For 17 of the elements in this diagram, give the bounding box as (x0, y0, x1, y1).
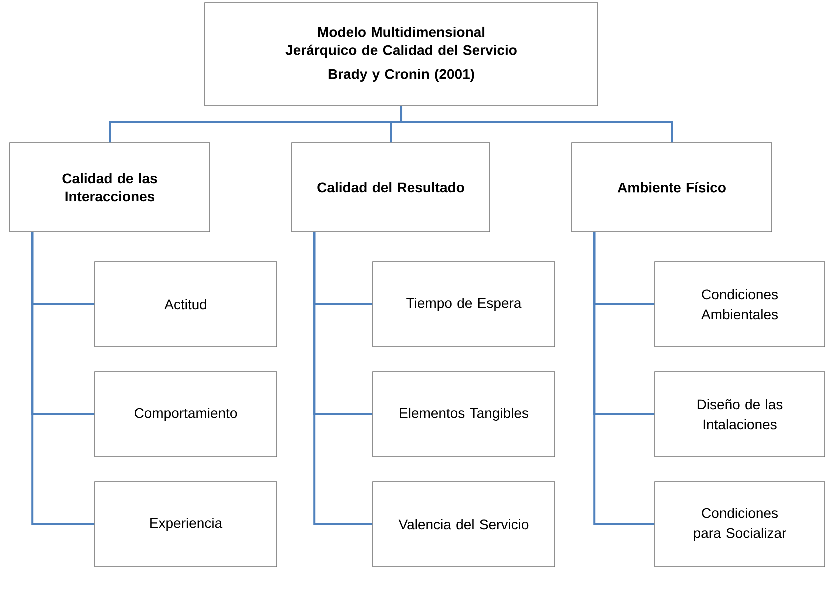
dimension-box: Actitud (94, 262, 278, 348)
title-box: Modelo Multidimensional Jerárquico de Calidad del Servicio Brady y Cronin (2001) (204, 2, 598, 106)
dimension-box: Diseño de las Intalaciones (654, 372, 826, 458)
category-box: Calidad del Resultado (292, 142, 490, 232)
connector-line (594, 232, 655, 526)
dimension-box: Condiciones para Socializar (654, 482, 826, 568)
dimension-box: Experiencia (94, 482, 278, 568)
category-box: Ambiente Físico (572, 142, 772, 232)
connector-line (314, 232, 373, 526)
dimension-box: Elementos Tangibles (372, 372, 556, 458)
dimension-box: Comportamiento (94, 372, 278, 458)
dimension-box: Tiempo de Espera (372, 262, 556, 348)
dimension-box: Valencia del Servicio (372, 482, 556, 568)
connector-line (400, 106, 674, 143)
connector-line (32, 232, 95, 526)
category-box: Calidad de las Interacciones (10, 142, 210, 232)
dimension-box: Condiciones Ambientales (654, 262, 826, 348)
